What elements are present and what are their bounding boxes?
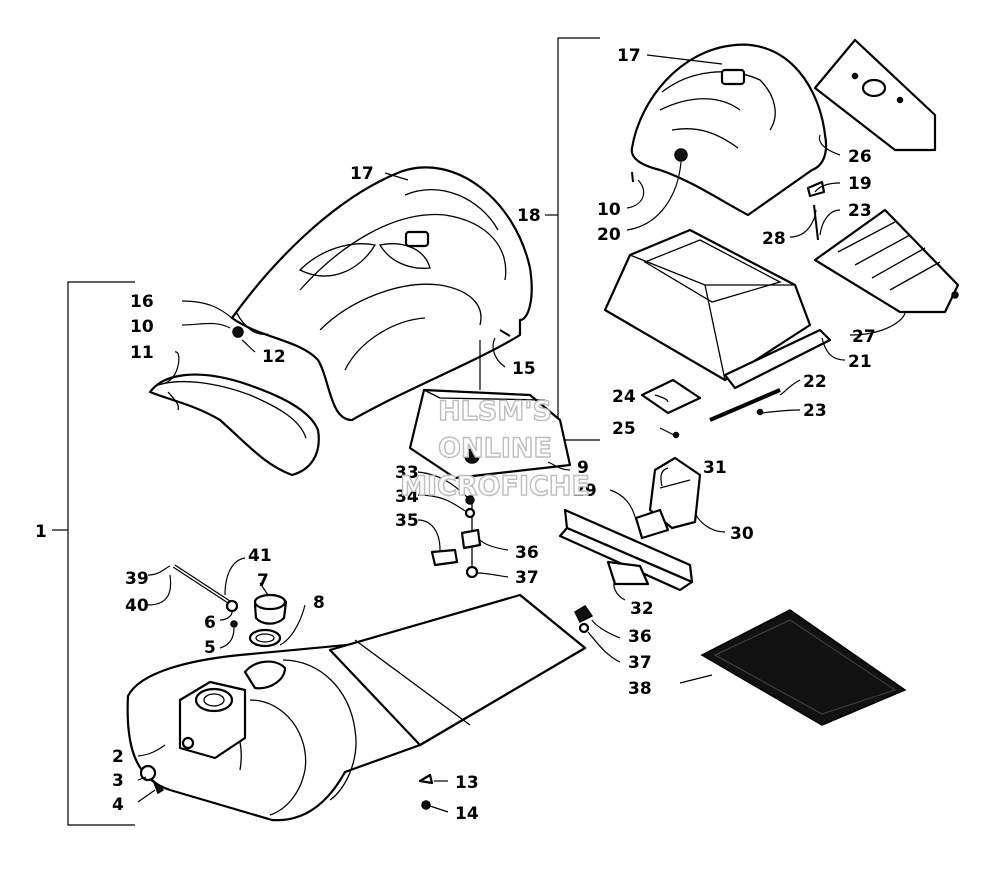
callout-40: 40 — [125, 596, 149, 616]
fuel-cap — [253, 593, 288, 625]
callout-37-center: 37 — [515, 568, 539, 588]
callout-22: 22 — [803, 372, 827, 392]
storage-cover — [630, 43, 828, 217]
callout-14: 14 — [455, 804, 479, 824]
side-trim-panel — [148, 373, 320, 477]
callout-labels: 1 2 3 4 5 6 7 8 9 10 10 11 12 13 14 15 1… — [35, 46, 876, 824]
callout-3: 3 — [112, 771, 124, 791]
callout-25: 25 — [612, 419, 636, 439]
callout-21: 21 — [848, 352, 872, 372]
callout-10-seat: 10 — [130, 317, 154, 337]
storage-small-parts — [499, 171, 826, 439]
callout-36-center: 36 — [515, 543, 539, 563]
leader-lines — [137, 54, 906, 813]
backrest-pad — [408, 388, 572, 480]
callout-38: 38 — [628, 679, 652, 699]
hinge-rail — [558, 456, 702, 592]
callout-17-seat: 17 — [350, 164, 374, 184]
fuel-tank-base — [126, 593, 587, 822]
callout-13: 13 — [455, 773, 479, 793]
callout-16: 16 — [130, 292, 154, 312]
watermark: HLSM'S ONLINE MICROFICHE — [399, 395, 590, 502]
rubber-mat — [700, 609, 907, 726]
callout-4: 4 — [112, 795, 124, 815]
watermark-line-2: ONLINE — [438, 433, 552, 464]
callout-28: 28 — [762, 229, 786, 249]
callout-2: 2 — [112, 747, 124, 767]
callout-1: 1 — [35, 522, 47, 542]
watermark-line-3: MICROFICHE — [400, 471, 590, 502]
callout-10-storage: 10 — [597, 200, 621, 220]
mounting-plate — [813, 38, 937, 152]
callout-33: 33 — [395, 463, 419, 483]
seat-cover-main — [230, 166, 533, 422]
callout-19: 19 — [848, 174, 872, 194]
callout-12: 12 — [262, 347, 286, 367]
hardware-small — [139, 736, 434, 810]
callout-39: 39 — [125, 569, 149, 589]
callout-6: 6 — [204, 613, 216, 633]
callout-26: 26 — [848, 147, 872, 167]
latch-hardware — [430, 478, 482, 579]
callout-31: 31 — [703, 458, 727, 478]
callout-23-upper: 23 — [848, 201, 872, 221]
callout-11: 11 — [130, 343, 154, 363]
callout-17-storage: 17 — [617, 46, 641, 66]
callout-18: 18 — [517, 206, 541, 226]
callout-35: 35 — [395, 511, 419, 531]
storage-tray — [813, 208, 960, 314]
fuel-gauge-rod — [172, 564, 239, 628]
latch-hardware-right — [574, 604, 594, 634]
callout-30: 30 — [730, 524, 754, 544]
bracket-assembly-18 — [545, 37, 600, 441]
callout-24: 24 — [612, 387, 636, 407]
callout-36-right: 36 — [628, 627, 652, 647]
callout-27: 27 — [852, 327, 876, 347]
callout-15: 15 — [512, 359, 536, 379]
callout-23-lower: 23 — [803, 401, 827, 421]
watermark-line-1: HLSM'S — [438, 396, 552, 427]
callout-9: 9 — [577, 458, 589, 478]
callout-41: 41 — [248, 546, 272, 566]
callout-32: 32 — [630, 599, 654, 619]
callout-29: 29 — [573, 481, 597, 501]
callout-5: 5 — [204, 638, 216, 658]
callout-20: 20 — [597, 225, 621, 245]
callout-37-right: 37 — [628, 653, 652, 673]
callout-8: 8 — [313, 593, 325, 613]
callout-7: 7 — [257, 571, 269, 591]
storage-box — [603, 228, 832, 390]
bracket-assembly-1 — [52, 281, 135, 826]
callout-34: 34 — [395, 487, 419, 507]
fuel-cap-gasket — [248, 628, 282, 648]
